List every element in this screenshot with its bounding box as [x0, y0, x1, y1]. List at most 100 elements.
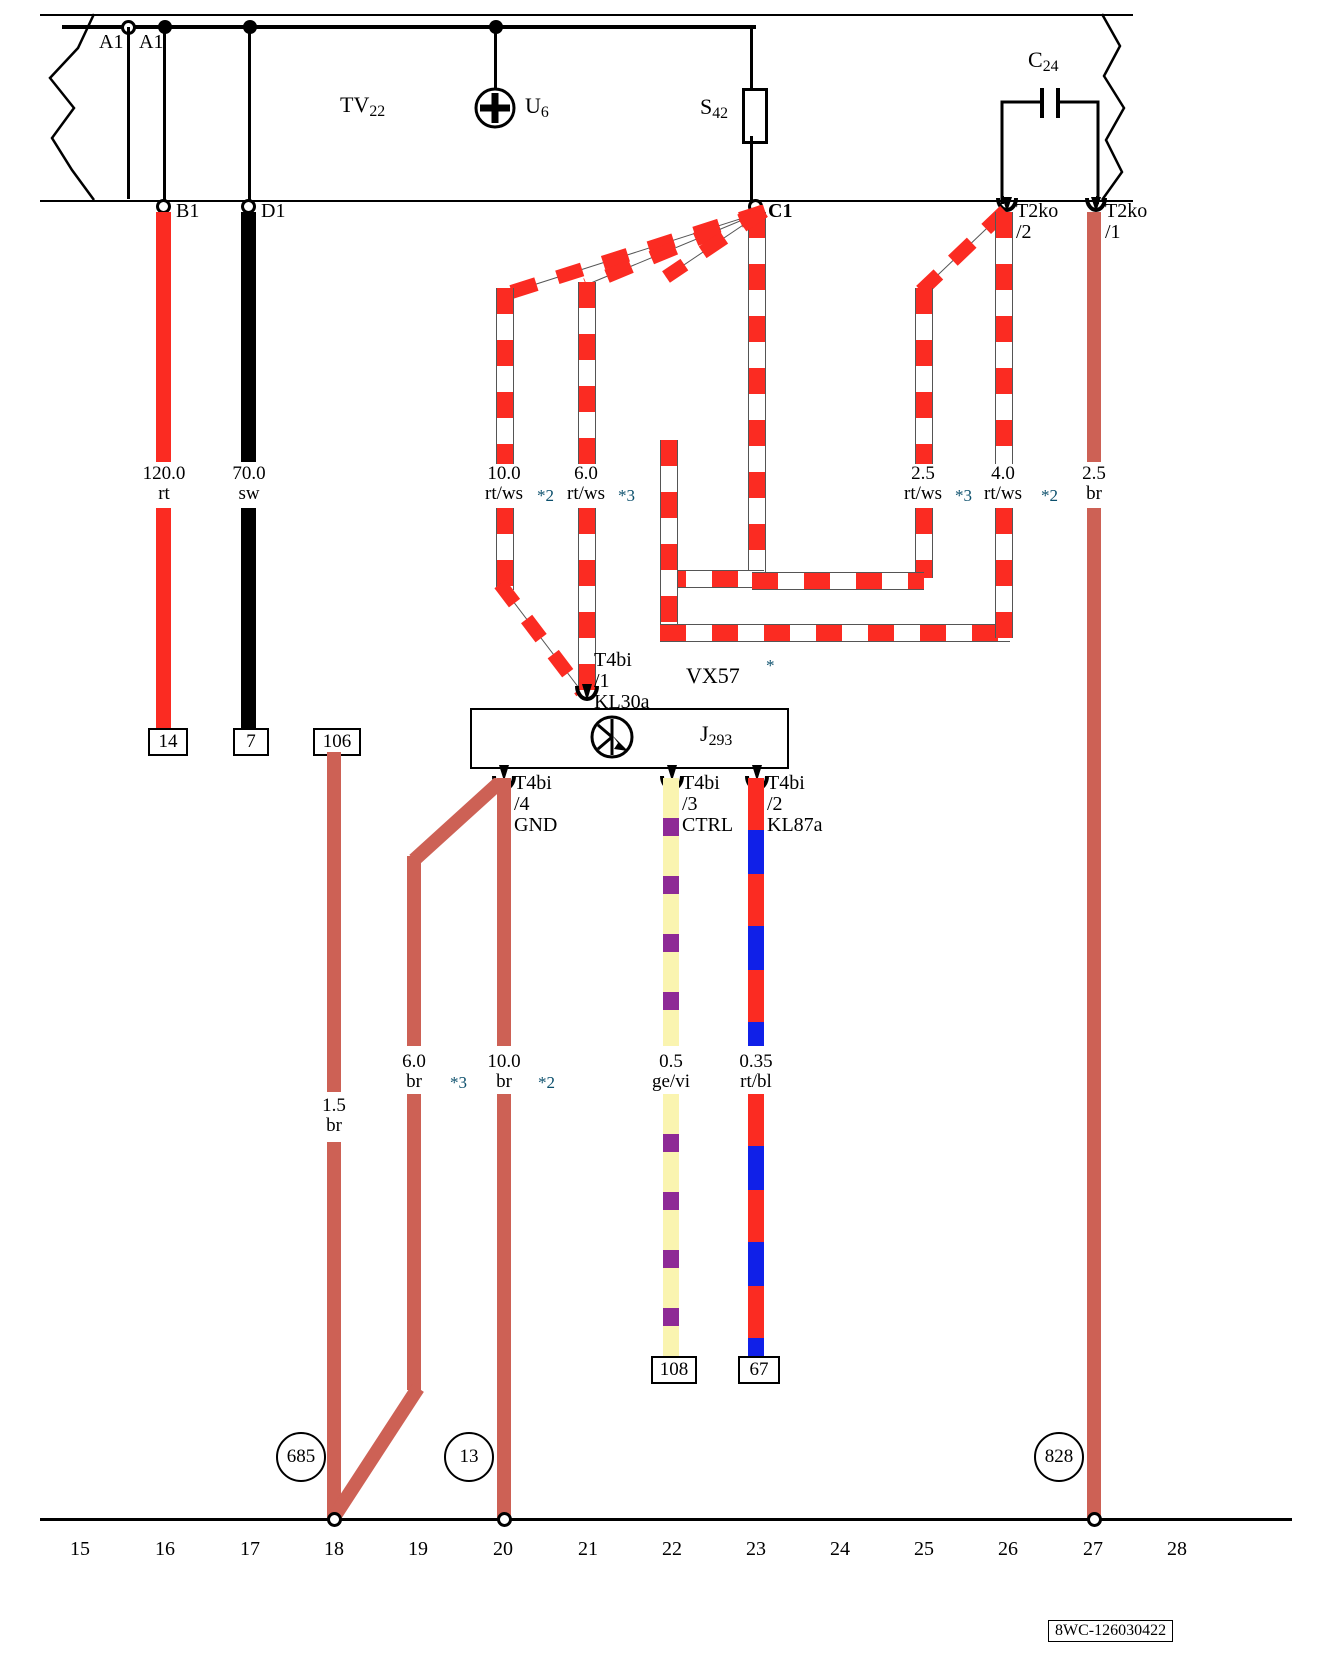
relay-pin-label-4: T4bi /4 GND [514, 772, 558, 836]
terminal-label-a1-left: A1 [99, 31, 124, 53]
label-harness-vx57: VX57 [686, 663, 740, 688]
connector-box-14[interactable]: 14 [148, 728, 188, 756]
capacitor-c24-symbol [1000, 88, 1100, 200]
wire-c24-left-leg [1001, 196, 1004, 204]
wire-035-rtbl-lower [748, 1094, 764, 1356]
wire-035-rtbl-upper [748, 778, 764, 1046]
splice-u6-icon [474, 87, 516, 129]
relay-pin-label-1: T4bi /1 KL30a [594, 649, 650, 713]
wire-note-25-rtws: *3 [955, 486, 972, 505]
connector-box-67[interactable]: 67 [738, 1356, 780, 1384]
wire-fan-6rtws [583, 205, 767, 292]
wire-25-rtws-upper [915, 288, 933, 464]
wire-c1-main-vertical [748, 212, 766, 582]
wire-6-br-vertical-lower [407, 1094, 421, 1390]
wire-70-sw-upper [241, 212, 256, 462]
wire-label-70-sw: 70.0 sw [232, 463, 266, 504]
ground-rail-line [40, 1518, 1292, 1521]
label-splice-u6: U6 [525, 93, 549, 121]
grid-number-25: 25 [914, 1538, 934, 1560]
grid-number-20: 20 [493, 1538, 513, 1560]
wire-label-10-br: 10.0 br [487, 1051, 521, 1092]
wire-label-05-gevi: 0.5 ge/vi [652, 1051, 690, 1092]
harness-break-zigzag-right [1100, 13, 1126, 201]
grid-number-17: 17 [240, 1538, 260, 1560]
wire-6-rtws-upper [578, 282, 596, 464]
grid-number-26: 26 [998, 1538, 1018, 1560]
wire-05-gevi-upper [663, 778, 679, 1046]
wire-note-40-rtws: *2 [1041, 486, 1058, 505]
relay-switch-symbol-icon [590, 715, 634, 759]
wire-a1-right-drop [163, 27, 166, 207]
connector-box-108[interactable]: 108 [651, 1356, 697, 1384]
terminal-label-a1-right: A1 [139, 31, 164, 53]
ground-point-13[interactable]: 13 [444, 1432, 494, 1482]
relay-pin-1-icon[interactable] [574, 683, 600, 709]
wire-120-rt-upper [156, 212, 171, 462]
wire-10-rtws-upper [496, 288, 514, 464]
relay-pin-label-3: T4bi /3 CTRL [682, 772, 734, 836]
grid-number-19: 19 [408, 1538, 428, 1560]
wire-note-6-rtws: *3 [618, 486, 635, 505]
wire-fuse-lower [750, 136, 753, 206]
wire-label-120-rt: 120.0 rt [142, 463, 186, 504]
connector-label-b1: B1 [176, 200, 200, 222]
grid-number-24: 24 [830, 1538, 850, 1560]
connector-box-7[interactable]: 7 [233, 728, 269, 756]
wire-15-br-upper [327, 752, 341, 1092]
wire-a1-left-drop [127, 27, 130, 199]
wire-fan-ushape [662, 205, 768, 283]
busbar-enclosure-right [880, 14, 1133, 202]
wire-6-br-diagonal-upper [409, 778, 505, 864]
wire-6-rtws-lower [578, 508, 596, 696]
grid-number-27: 27 [1083, 1538, 1103, 1560]
power-bus-line [62, 25, 755, 29]
wire-label-25-rtws: 2.5 rt/ws [904, 463, 942, 504]
ground-terminal-18[interactable] [327, 1512, 342, 1527]
wire-05-gevi-lower [663, 1094, 679, 1356]
fuse-s42-symbol [742, 88, 768, 144]
grid-number-28: 28 [1167, 1538, 1187, 1560]
wire-10-rtws-lower [496, 508, 514, 590]
grid-number-21: 21 [578, 1538, 598, 1560]
wire-fan-10rtws [499, 205, 768, 302]
grid-number-23: 23 [746, 1538, 766, 1560]
wire-label-035-rtbl: 0.35 rt/bl [739, 1051, 773, 1092]
wire-ushape-bottom [660, 624, 1010, 642]
wire-10-rtws-diagonal-to-relay [494, 580, 588, 697]
ground-terminal-20[interactable] [497, 1512, 512, 1527]
wire-15-br-lower [327, 1142, 341, 1520]
harness-asterisk-mark: * [766, 656, 775, 675]
wire-label-15-br: 1.5 br [322, 1095, 346, 1136]
wire-120-rt-lower [156, 508, 171, 730]
ground-terminal-27[interactable] [1087, 1512, 1102, 1527]
wire-fuse-upper [750, 27, 753, 90]
wire-label-10-rtws: 10.0 rt/ws [485, 463, 523, 504]
connector-t2ko-2-icon[interactable] [995, 196, 1019, 220]
wire-40-rtws-lower [995, 508, 1013, 638]
wire-10-br-lower [497, 1094, 511, 1520]
wire-u6-drop [494, 27, 497, 95]
connector-box-106[interactable]: 106 [313, 728, 361, 756]
wire-c1-main-horizontal [660, 570, 764, 588]
wire-40-rtws-upper [995, 212, 1013, 464]
grid-number-18: 18 [324, 1538, 344, 1560]
label-capacitor-c24: C24 [1028, 47, 1059, 75]
wire-note-6-br: *3 [450, 1073, 467, 1092]
wire-note-10-rtws: *2 [537, 486, 554, 505]
ground-point-685[interactable]: 685 [276, 1432, 326, 1482]
ground-point-828[interactable]: 828 [1034, 1432, 1084, 1482]
grid-number-22: 22 [662, 1538, 682, 1560]
busbar-enclosure-left [40, 14, 882, 202]
label-module-tv22: TV22 [340, 92, 386, 120]
wire-label-40-rtws: 4.0 rt/ws [984, 463, 1022, 504]
wire-label-6-rtws: 6.0 rt/ws [567, 463, 605, 504]
wire-10-br-upper [497, 778, 511, 1046]
diagram-code-footer: 8WC-126030422 [1048, 1620, 1174, 1642]
wire-25-br-lower [1087, 508, 1101, 1520]
connector-label-t2ko-1: T2ko /1 [1105, 200, 1148, 243]
wire-6-br-diagonal-lower [330, 1384, 424, 1518]
connector-label-t2ko-2: T2ko /2 [1016, 200, 1059, 243]
wire-note-10-br: *2 [538, 1073, 555, 1092]
